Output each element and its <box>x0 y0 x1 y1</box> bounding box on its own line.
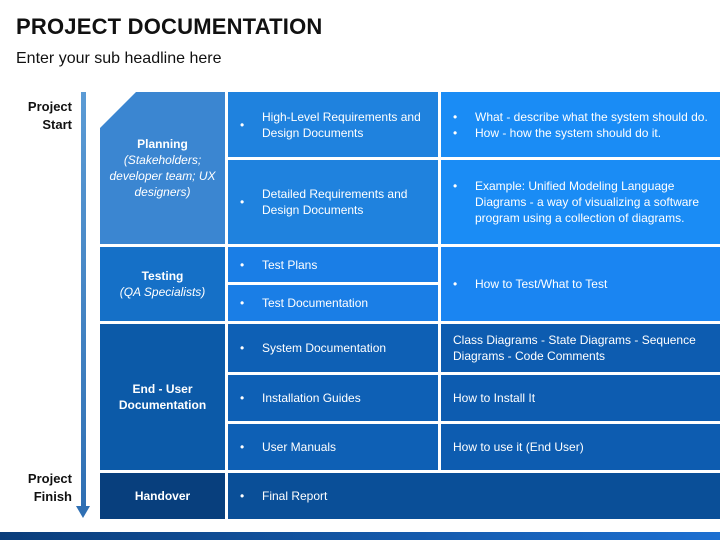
detail-planning-1b: How - how the system should do it. <box>475 125 662 140</box>
doc-cell-planning-1: • High-Level Requirements and Design Doc… <box>228 92 438 157</box>
doc-cell-enduser-3: • User Manuals <box>228 424 438 470</box>
bullet-icon: • <box>453 109 458 124</box>
detail-cell-planning-1: • What - describe what the system should … <box>441 92 720 157</box>
doc-enduser-1: System Documentation <box>262 341 387 355</box>
timeline-arrow-shaft <box>81 92 86 508</box>
phase-testing: Testing (QA Specialists) <box>100 247 225 321</box>
timeline-arrow-down-icon <box>76 506 90 518</box>
project-finish-label: Project Finish <box>27 471 72 504</box>
footer-bar <box>0 532 720 540</box>
page-title: PROJECT DOCUMENTATION <box>16 14 323 39</box>
detail-planning-2: Example: Unified Modeling Language Diagr… <box>475 179 700 225</box>
bullet-icon: • <box>240 440 245 454</box>
detail-testing: How to Test/What to Test <box>475 277 608 291</box>
phase-planning-sub: (Stakeholders; developer team; UX design… <box>109 153 216 199</box>
doc-planning-2: Detailed Requirements and Design Documen… <box>262 187 408 217</box>
doc-handover-1: Final Report <box>262 489 328 503</box>
doc-cell-testing-1: • Test Plans <box>228 247 438 282</box>
doc-planning-1: High-Level Requirements and Design Docum… <box>262 109 421 140</box>
phase-enduser: End - User Documentation <box>100 324 225 470</box>
detail-enduser-1: Class Diagrams - State Diagrams - Sequen… <box>453 333 696 363</box>
bullet-icon: • <box>240 117 245 132</box>
doc-testing-1: Test Plans <box>262 257 318 272</box>
corner-notch <box>100 92 136 128</box>
detail-cell-testing: • How to Test/What to Test <box>441 247 720 321</box>
project-start-label: Project Start <box>27 99 72 132</box>
detail-enduser-3: How to use it (End User) <box>453 440 584 454</box>
detail-cell-enduser-3: How to use it (End User) <box>441 424 720 470</box>
phase-enduser-name: End - User Documentation <box>118 382 207 412</box>
page-subtitle: Enter your sub headline here <box>16 50 222 67</box>
phase-handover: Handover <box>100 473 225 519</box>
bullet-icon: • <box>453 125 458 140</box>
bullet-icon: • <box>240 341 245 355</box>
phase-testing-name: Testing <box>141 269 184 283</box>
doc-cell-enduser-2: • Installation Guides <box>228 375 438 421</box>
phase-testing-sub: (QA Specialists) <box>119 285 206 299</box>
doc-cell-testing-2: • Test Documentation <box>228 285 438 321</box>
phase-planning-name: Planning <box>137 137 188 151</box>
phase-handover-name: Handover <box>134 489 191 503</box>
doc-cell-enduser-1: • System Documentation <box>228 324 438 372</box>
detail-cell-enduser-1: Class Diagrams - State Diagrams - Sequen… <box>441 324 720 372</box>
bullet-icon: • <box>240 489 245 503</box>
bullet-icon: • <box>453 277 458 291</box>
bullet-icon: • <box>240 195 245 209</box>
detail-planning-1a: What - describe what the system should d… <box>475 109 708 124</box>
doc-cell-handover-1: • Final Report <box>228 473 720 519</box>
detail-cell-planning-2: • Example: Unified Modeling Language Diag… <box>441 160 720 244</box>
doc-testing-2: Test Documentation <box>262 296 369 310</box>
doc-enduser-3: User Manuals <box>262 440 337 454</box>
doc-enduser-2: Installation Guides <box>262 391 361 405</box>
bullet-icon: • <box>453 179 458 193</box>
doc-cell-planning-2: • Detailed Requirements and Design Docum… <box>228 160 438 244</box>
bullet-icon: • <box>240 391 245 405</box>
detail-enduser-2: How to Install It <box>453 391 536 405</box>
detail-cell-enduser-2: How to Install It <box>441 375 720 421</box>
bullet-icon: • <box>240 257 245 272</box>
bullet-icon: • <box>240 296 245 310</box>
